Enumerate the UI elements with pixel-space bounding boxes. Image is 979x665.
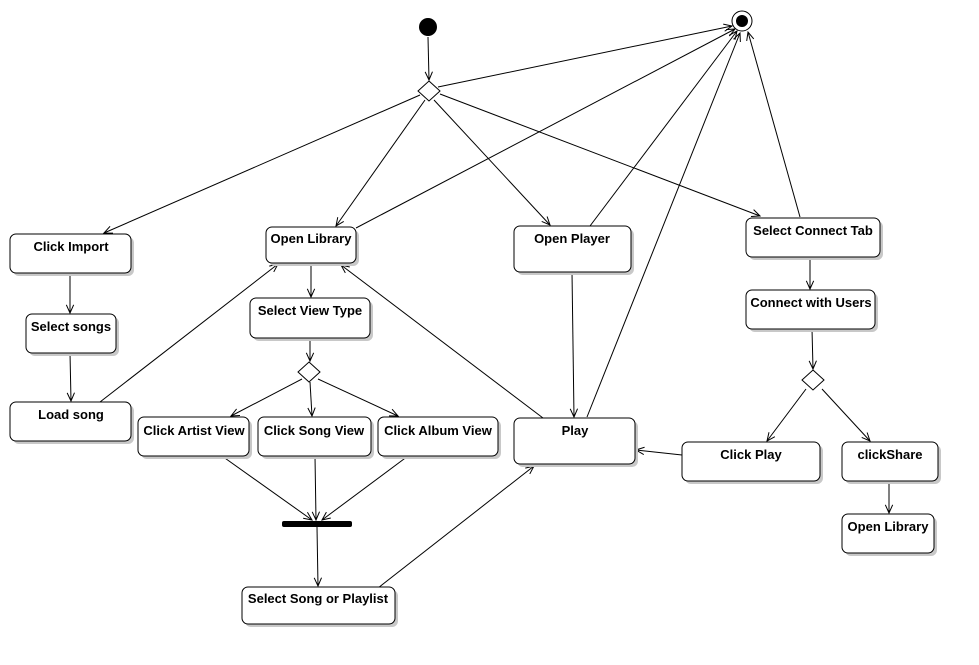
node-label: Select Song or Playlist bbox=[248, 591, 389, 606]
arrow-head bbox=[733, 31, 741, 43]
node-select-songs: Select songs bbox=[25, 313, 119, 356]
edge-decision-main-to-end bbox=[437, 23, 734, 88]
edge-click-share-to-open-library-2 bbox=[884, 481, 894, 515]
node-label: Click Play bbox=[720, 447, 782, 462]
edge-connect-with-users-to-decision-connect bbox=[808, 328, 817, 371]
decision-main bbox=[417, 80, 441, 102]
node-label: Open Library bbox=[848, 519, 930, 534]
edge-open-player-to-play bbox=[569, 271, 579, 419]
edge-select-view-type-to-decision-view bbox=[305, 338, 315, 363]
join-bar bbox=[282, 521, 352, 527]
node-play: Play bbox=[513, 417, 638, 467]
arrow-head bbox=[808, 360, 817, 371]
node-label: Connect with Users bbox=[750, 295, 871, 310]
node-open-library-2: Open Library bbox=[841, 513, 937, 556]
node-label: Click Import bbox=[33, 239, 109, 254]
node-select-song-or-playlist: Select Song or Playlist bbox=[241, 586, 398, 627]
edge-join-bar-to-select-song-or-playlist bbox=[313, 526, 322, 588]
edge-play-to-end bbox=[586, 31, 741, 418]
node-select-view-type: Select View Type bbox=[249, 297, 373, 341]
arrow-head bbox=[766, 432, 776, 442]
edge-decision-connect-to-click-play bbox=[766, 388, 807, 442]
decision-view bbox=[297, 361, 321, 383]
final-node bbox=[731, 10, 753, 32]
arrow-head bbox=[746, 30, 755, 41]
arrow-head bbox=[805, 280, 815, 291]
edge-click-song-view-to-join-bar bbox=[311, 455, 321, 522]
node-click-album-view: Click Album View bbox=[377, 416, 501, 459]
node-label: Click Artist View bbox=[143, 423, 245, 438]
edge-play-to-open-library bbox=[340, 264, 544, 419]
node-click-song-view: Click Song View bbox=[257, 416, 374, 459]
node-load-song: Load song bbox=[9, 401, 134, 444]
edge-select-song-or-playlist-to-play bbox=[377, 465, 535, 589]
edge-click-play-to-play bbox=[634, 446, 683, 456]
node-label: clickShare bbox=[857, 447, 922, 462]
arrow-head bbox=[306, 288, 316, 299]
node-click-artist-view: Click Artist View bbox=[137, 416, 252, 459]
arrow-head bbox=[569, 408, 579, 419]
arrow-head bbox=[65, 304, 75, 315]
node-open-library: Open Library bbox=[265, 226, 359, 266]
node-label: Play bbox=[562, 423, 590, 438]
edge-decision-main-to-select-connect-tab bbox=[439, 93, 762, 218]
node-open-player: Open Player bbox=[513, 225, 634, 275]
node-label: Click Album View bbox=[384, 423, 493, 438]
edge-select-connect-tab-to-end bbox=[746, 30, 801, 218]
edge-start-to-decision-main bbox=[424, 36, 433, 82]
node-label: Open Player bbox=[534, 231, 610, 246]
arrow-head bbox=[229, 408, 241, 417]
decision-connect bbox=[801, 369, 825, 391]
node-label: Select Connect Tab bbox=[753, 223, 873, 238]
arrow-head bbox=[307, 407, 316, 418]
arrow-head bbox=[750, 209, 762, 218]
node-label: Click Song View bbox=[264, 423, 365, 438]
arrow-head bbox=[102, 226, 114, 234]
arrow-head bbox=[884, 504, 894, 515]
edge-decision-main-to-open-player bbox=[433, 99, 551, 226]
arrow-head bbox=[303, 511, 313, 521]
node-label: Load song bbox=[38, 407, 104, 422]
edge-decision-main-to-click-import bbox=[102, 94, 421, 234]
arrow-head bbox=[541, 216, 551, 226]
arrow-head bbox=[424, 71, 433, 82]
edges-layer bbox=[65, 23, 894, 589]
arrow-head bbox=[313, 577, 322, 588]
edge-select-songs-to-load-song bbox=[66, 352, 75, 403]
edge-decision-view-to-click-song-view bbox=[307, 381, 316, 418]
edge-decision-connect-to-click-share bbox=[821, 388, 871, 442]
node-label: Open Library bbox=[271, 231, 353, 246]
arrow-head bbox=[388, 408, 400, 417]
edge-open-library-to-select-view-type bbox=[306, 263, 316, 299]
edge-select-connect-tab-to-connect-with-users bbox=[805, 257, 815, 291]
node-label: Select songs bbox=[31, 319, 111, 334]
edge-click-album-view-to-join-bar bbox=[321, 455, 409, 521]
node-connect-with-users: Connect with Users bbox=[745, 289, 878, 332]
edge-click-import-to-select-songs bbox=[65, 273, 75, 315]
node-click-share: clickShare bbox=[841, 441, 941, 484]
arrow-head bbox=[335, 217, 344, 228]
edge-open-library-to-end bbox=[355, 28, 737, 229]
edge-decision-view-to-click-artist-view bbox=[229, 378, 303, 417]
edge-decision-view-to-click-album-view bbox=[317, 378, 400, 417]
arrow-head bbox=[311, 511, 321, 522]
node-select-connect-tab: Select Connect Tab bbox=[745, 217, 883, 260]
initial-node bbox=[419, 18, 437, 36]
arrow-head bbox=[66, 392, 75, 403]
edge-click-artist-view-to-join-bar bbox=[221, 455, 313, 521]
edge-decision-main-to-open-library bbox=[335, 99, 426, 228]
node-click-import: Click Import bbox=[9, 233, 134, 276]
edge-open-player-to-end bbox=[589, 30, 738, 227]
arrow-head bbox=[321, 511, 331, 521]
arrow-head bbox=[861, 432, 871, 442]
arrow-head bbox=[305, 352, 315, 363]
node-label: Select View Type bbox=[258, 303, 362, 318]
node-click-play: Click Play bbox=[681, 441, 823, 484]
